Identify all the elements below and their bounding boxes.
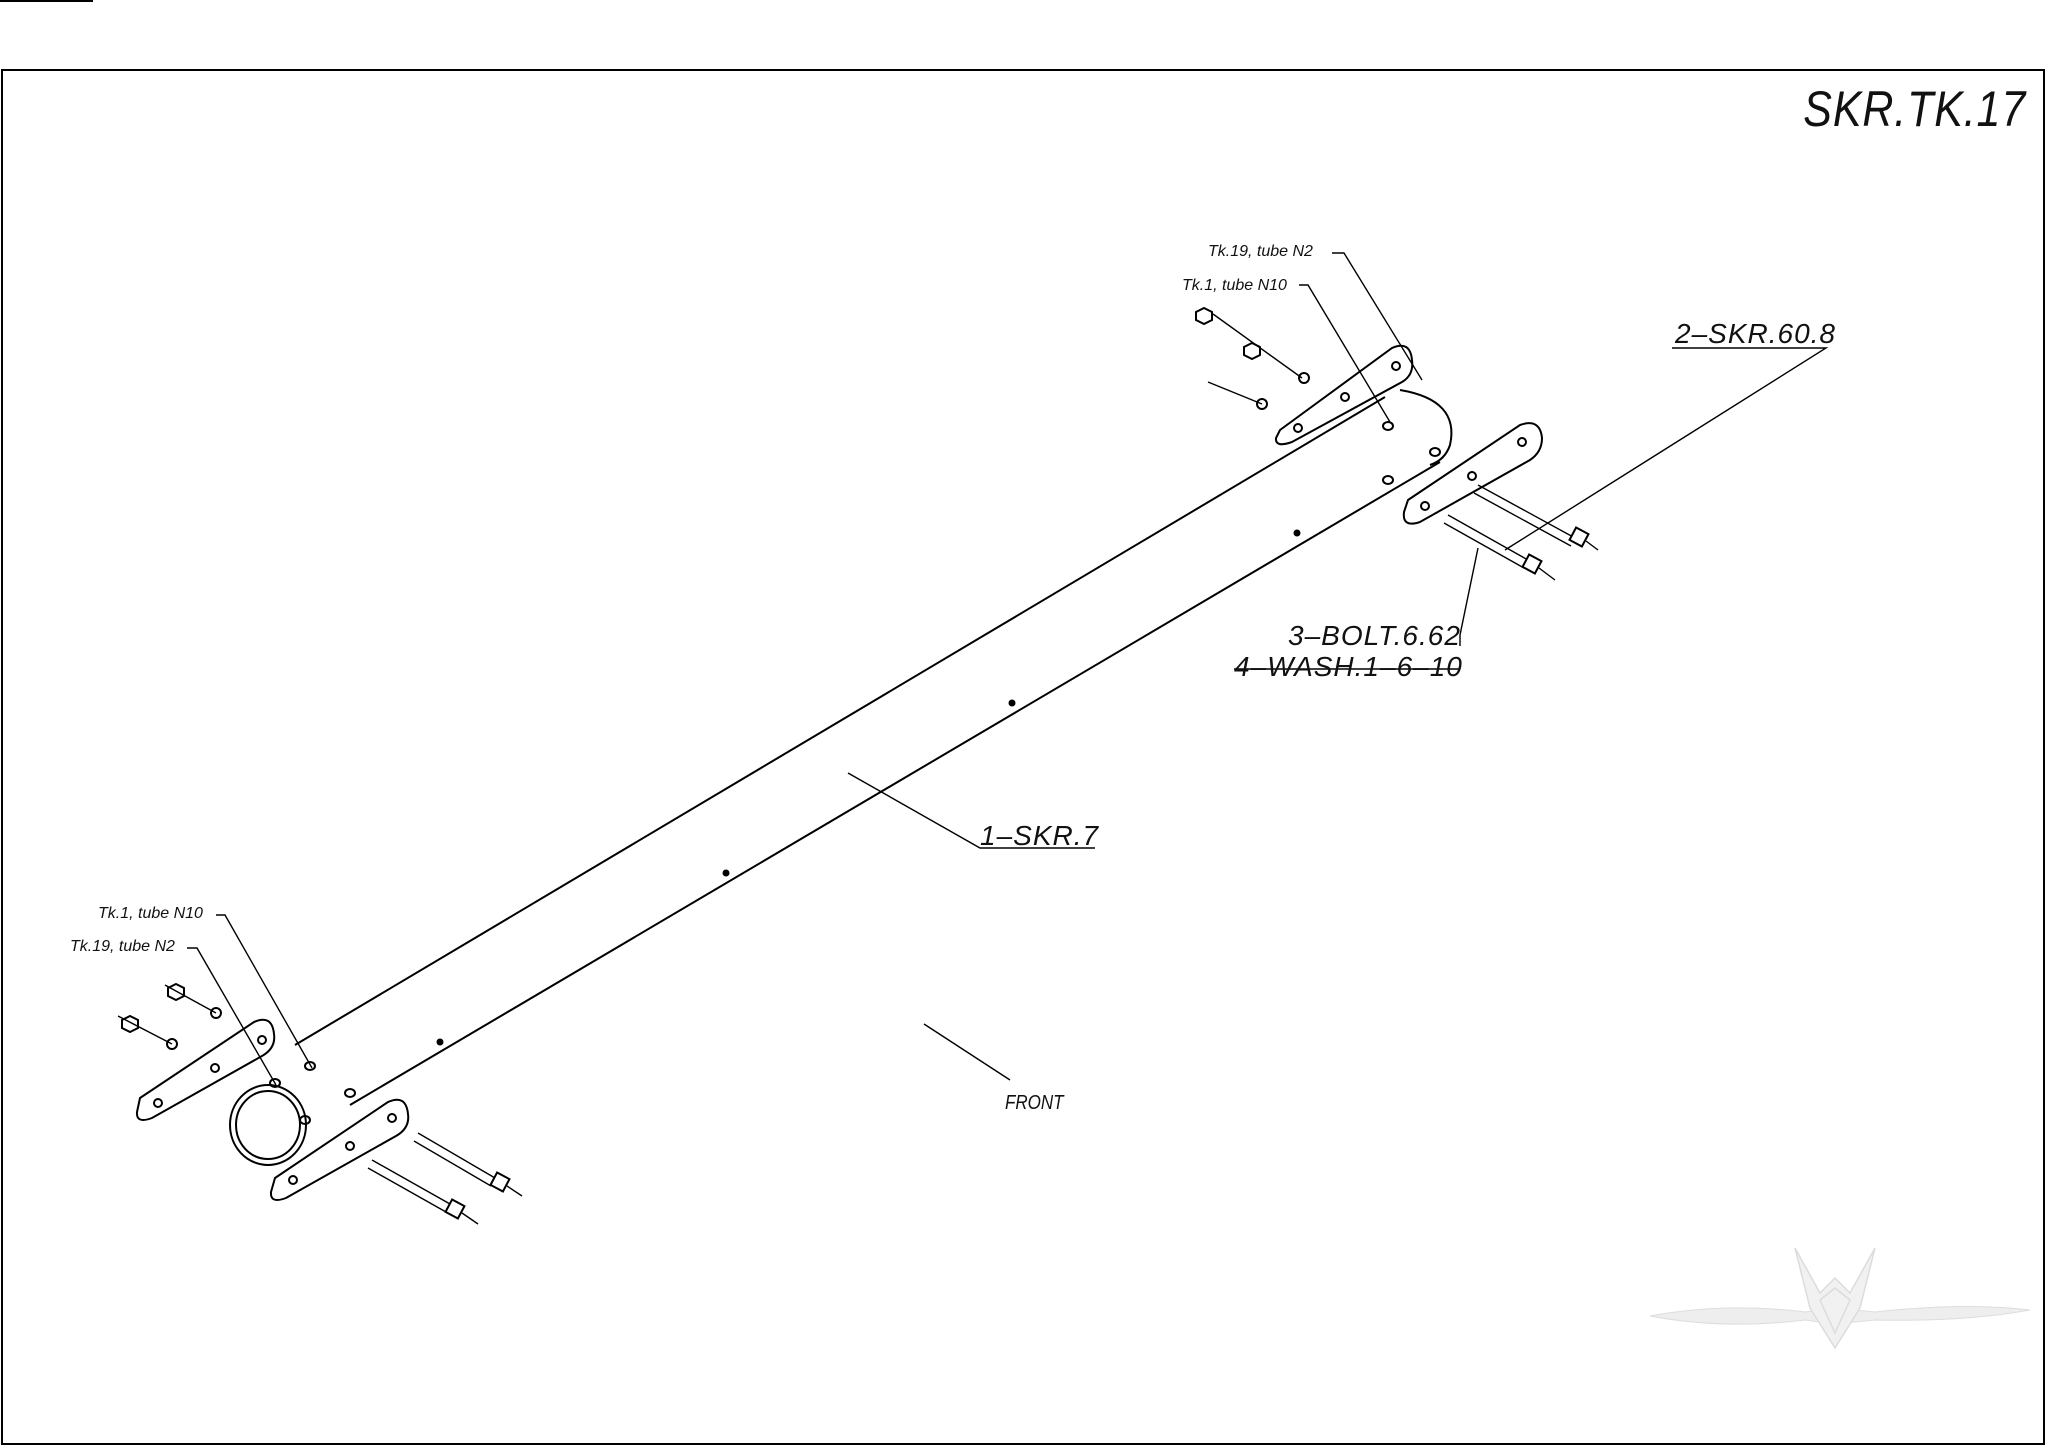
plate-bottom-front xyxy=(269,1098,410,1201)
nut-washer-top xyxy=(1195,306,1310,410)
plate-top-rear xyxy=(1274,344,1414,446)
sheet-corner-mark xyxy=(0,0,93,2)
manufacturer-logo-watermark xyxy=(1649,1247,2031,1350)
bolt-top-upper xyxy=(1473,484,1599,551)
callout-tube: 1–SKR.7 xyxy=(980,820,1100,851)
bolt-bottom-upper xyxy=(413,1132,523,1197)
drawing-number: SKR.TK.17 xyxy=(1803,81,2026,137)
leader-lines xyxy=(187,252,1829,1086)
ref-top-tk1: Tk.1, tube N10 xyxy=(1182,277,1287,294)
ref-bottom-tk1: Tk.1, tube N10 xyxy=(98,905,203,922)
bolt-bottom-lower xyxy=(367,1159,479,1225)
nut-washer-bottom xyxy=(117,982,222,1050)
tube-body xyxy=(229,389,1453,1166)
bolt-top-lower xyxy=(1443,514,1556,581)
plate-bottom-rear xyxy=(135,1018,276,1121)
ref-bottom-tk19: Tk.19, tube N2 xyxy=(70,938,175,955)
ref-top-tk19: Tk.19, tube N2 xyxy=(1208,243,1313,260)
drawing-frame xyxy=(1,69,2045,1445)
callout-bolt: 3–BOLT.6.62 xyxy=(1288,620,1461,651)
plate-top-front xyxy=(1402,422,1544,525)
callout-washer: 4–WASH.1–6–10 xyxy=(1234,651,1463,682)
front-direction-label: FRONT xyxy=(1005,1092,1064,1114)
callout-plate: 2–SKR.60.8 xyxy=(1675,318,1836,349)
